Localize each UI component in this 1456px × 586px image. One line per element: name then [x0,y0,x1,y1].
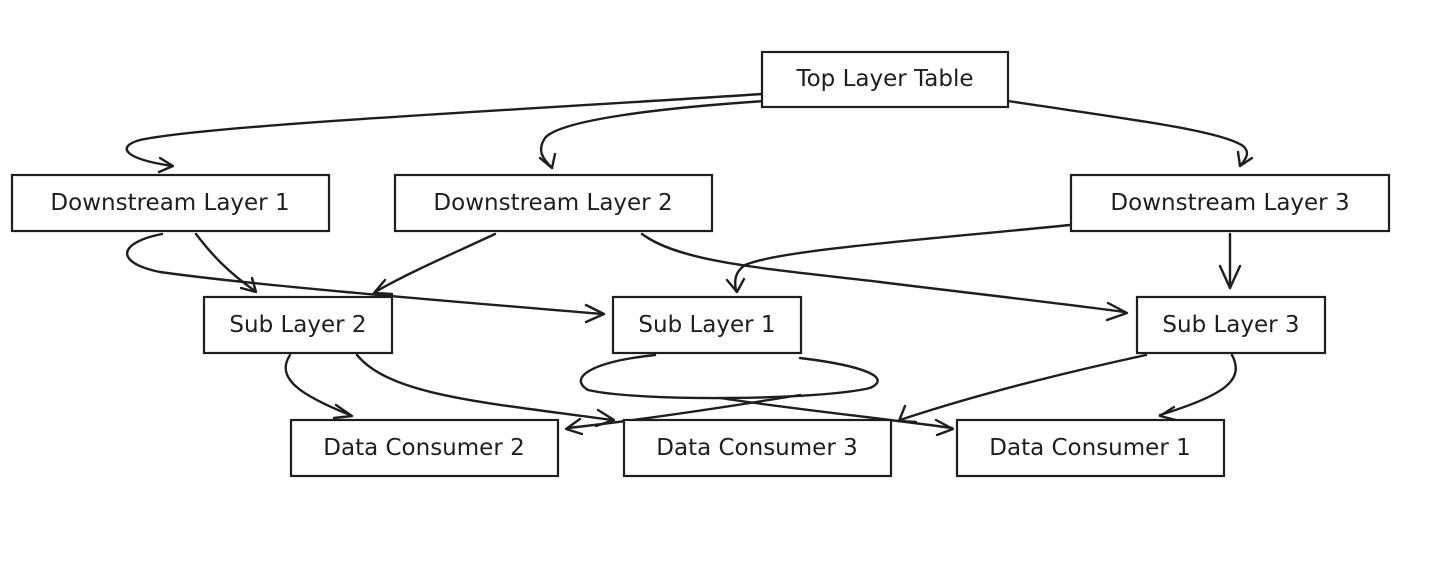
node-sub-layer-2[interactable]: Sub Layer 2 [202,295,394,355]
edge-downstream-3-to-sub-layer-1 [725,223,1072,294]
edge-sub-layer-1-to-data-consumer-2 [564,353,879,436]
node-label: Data Consumer 3 [656,435,857,461]
node-label: Downstream Layer 2 [433,190,672,216]
edge-sub-layer-3-to-data-consumer-3 [897,353,1148,424]
edge-sub-layer-3-to-data-consumer-1 [1158,353,1237,422]
node-label: Sub Layer 1 [638,312,775,338]
node-label: Sub Layer 3 [1162,312,1299,338]
edge-downstream-3-to-sub-layer-3 [1218,232,1242,290]
node-downstream-layer-3[interactable]: Downstream Layer 3 [1069,173,1391,233]
node-sub-layer-1[interactable]: Sub Layer 1 [611,295,803,355]
edge-top-to-downstream-3 [1006,99,1254,168]
node-label: Downstream Layer 1 [50,190,289,216]
node-label: Top Layer Table [795,66,973,92]
node-label: Sub Layer 2 [229,312,366,338]
node-label: Data Consumer 2 [323,435,524,461]
node-label: Data Consumer 1 [989,435,1190,461]
node-data-consumer-1[interactable]: Data Consumer 1 [955,418,1226,478]
edge-top-to-downstream-2 [538,99,767,170]
node-downstream-layer-1[interactable]: Downstream Layer 1 [10,173,331,233]
node-top-layer-table[interactable]: Top Layer Table [760,50,1010,109]
diagram-edges [125,92,1254,437]
edge-downstream-1-to-sub-layer-1 [126,232,606,324]
edge-downstream-2-to-sub-layer-3 [640,232,1129,322]
edge-sub-layer-2-to-data-consumer-2 [284,353,354,420]
node-sub-layer-3[interactable]: Sub Layer 3 [1135,295,1327,355]
node-data-consumer-2[interactable]: Data Consumer 2 [289,418,560,478]
edge-sub-layer-1-to-data-consumer-1 [718,396,955,437]
edge-downstream-2-to-sub-layer-2 [372,232,497,296]
node-downstream-layer-2[interactable]: Downstream Layer 2 [393,173,714,233]
node-label: Downstream Layer 3 [1110,190,1349,216]
edge-sub-layer-2-to-data-consumer-3 [355,353,616,428]
node-data-consumer-3[interactable]: Data Consumer 3 [622,418,893,478]
edge-top-to-downstream-1 [125,92,764,174]
